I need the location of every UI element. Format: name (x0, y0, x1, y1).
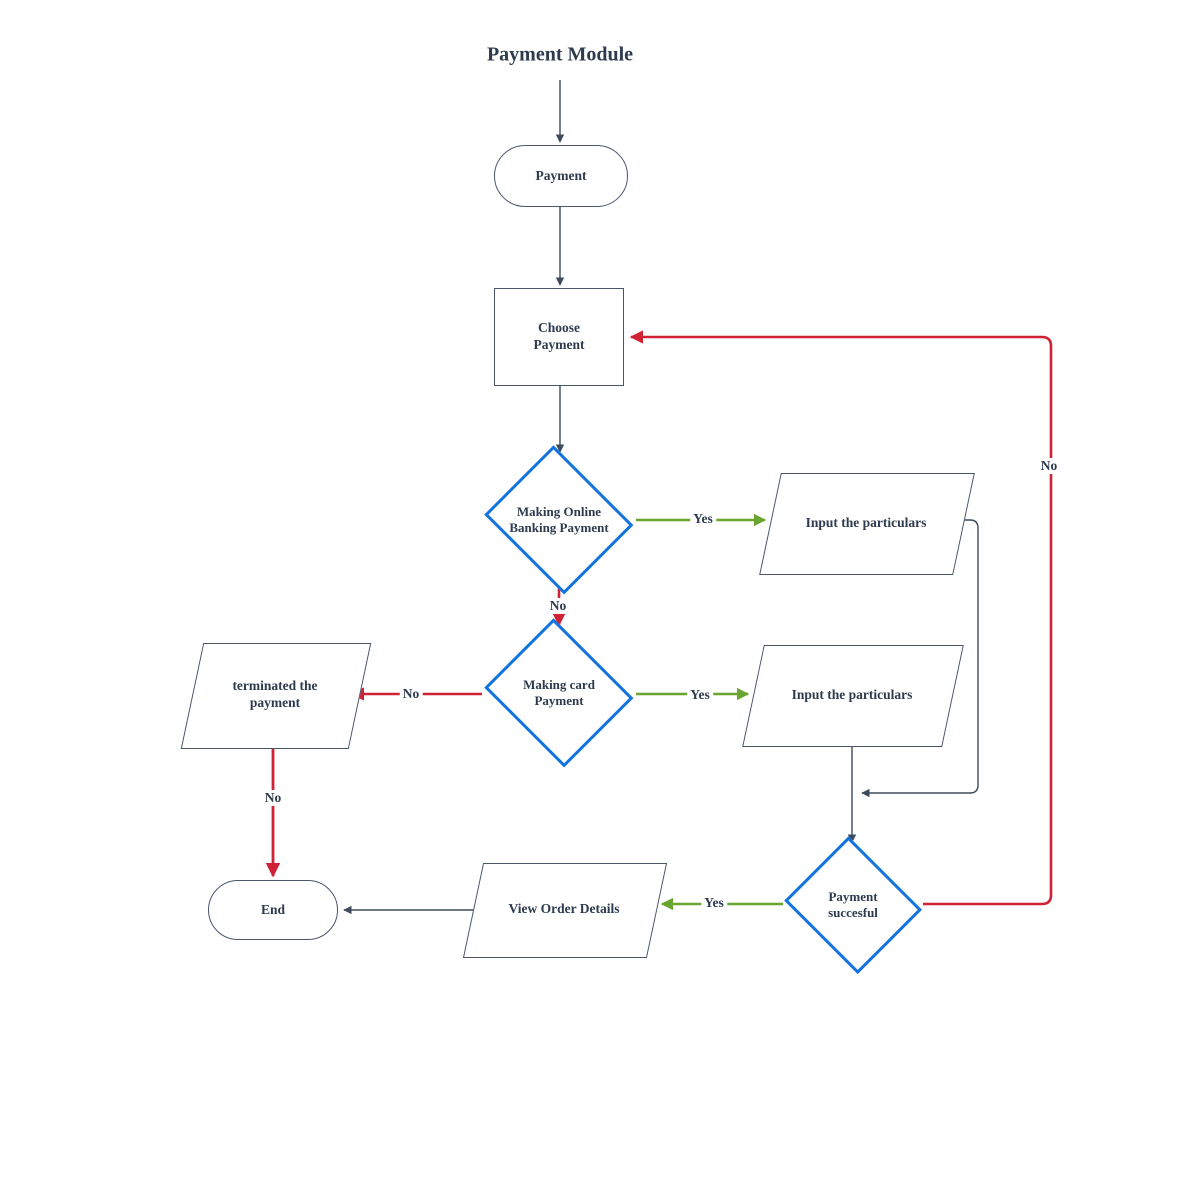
diamond-shape (484, 445, 634, 595)
edge-label-card-payment-no: No (399, 686, 423, 702)
node-payment-succesful[interactable]: Payment succesful (784, 836, 922, 974)
edge-payment-successful-no (629, 330, 1053, 906)
diamond-shape (784, 836, 922, 974)
node-choose-payment-label: Choose Payment (533, 320, 585, 352)
node-input-particulars-online[interactable]: Input the particulars (759, 473, 975, 575)
parallelogram-shape (180, 643, 372, 749)
node-choose-payment[interactable]: Choose Payment (494, 288, 624, 386)
edge-label-payment-successful-no: No (1037, 458, 1061, 474)
node-view-order-details[interactable]: View Order Details (462, 863, 668, 958)
edge-label-payment-successful-yes: Yes (701, 895, 727, 911)
parallelogram-shape (462, 863, 668, 958)
parallelogram-shape (759, 473, 975, 575)
parallelogram-shape (742, 645, 964, 747)
node-input-particulars-card[interactable]: Input the particulars (742, 645, 964, 747)
diamond-shape (484, 618, 634, 768)
node-end[interactable]: End (208, 880, 338, 940)
node-payment-start[interactable]: Payment (494, 145, 628, 207)
page-title: Payment Module (486, 43, 634, 66)
node-end-label: End (260, 901, 286, 917)
node-making-card-payment[interactable]: Making card Payment (483, 618, 635, 768)
edge-input1-to-merge (861, 519, 979, 798)
node-terminated-the-payment[interactable]: terminated the payment (180, 643, 372, 749)
node-making-online-banking-payment[interactable]: Making Online Banking Payment (483, 445, 635, 595)
edge-label-terminated-no: No (261, 790, 285, 806)
edge-label-online-banking-no: No (546, 598, 570, 614)
edge-label-online-banking-yes: Yes (690, 511, 716, 527)
node-payment-start-label: Payment (535, 167, 587, 183)
edge-label-card-payment-yes: Yes (687, 687, 713, 703)
